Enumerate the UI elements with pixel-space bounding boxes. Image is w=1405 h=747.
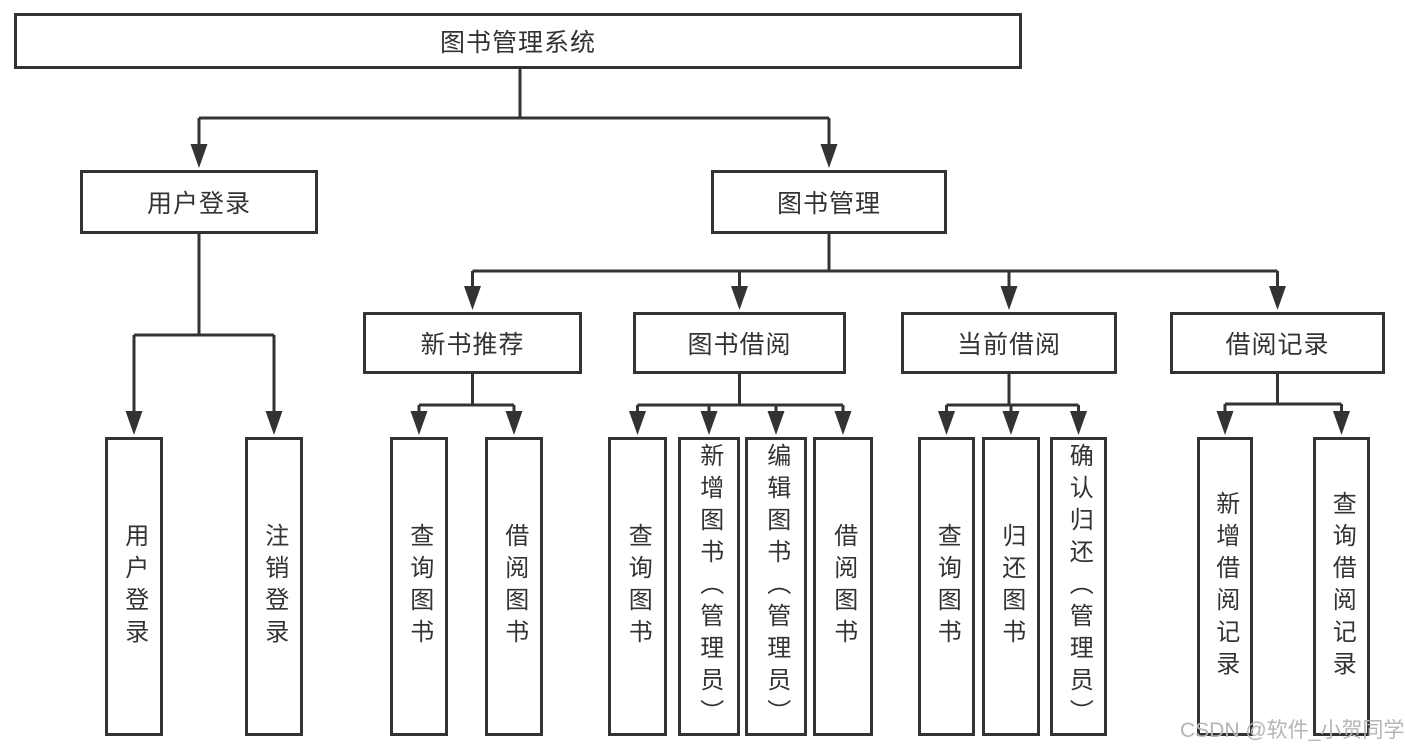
- leaf-logout: 注销登录: [245, 437, 303, 736]
- leaf-query-books-recommend: 查询图书: [390, 437, 448, 736]
- leaf-borrow-books: 借阅图书: [813, 437, 873, 736]
- leaf-add-book-admin: 新增图书（管理员）: [678, 437, 740, 736]
- leaf-label: 查询图书: [933, 522, 961, 651]
- leaf-label: 注销登录: [260, 522, 288, 651]
- leaf-label: 新增借阅记录: [1211, 490, 1239, 683]
- node-current-borrowing: 当前借阅: [901, 312, 1117, 374]
- leaf-return-book: 归还图书: [982, 437, 1040, 736]
- leaf-label: 查询图书: [624, 522, 652, 651]
- watermark: CSDN @软件_小贺同学: [1180, 719, 1405, 742]
- node-label: 新书推荐: [420, 331, 525, 359]
- leaf-edit-book-admin: 编辑图书（管理员）: [745, 437, 807, 736]
- leaf-add-borrow-record: 新增借阅记录: [1197, 437, 1253, 736]
- leaf-query-borrow-record: 查询借阅记录: [1313, 437, 1370, 736]
- leaf-label: 借阅图书: [500, 522, 528, 651]
- node-borrowing-records: 借阅记录: [1170, 312, 1385, 374]
- leaf-label: 借阅图书: [829, 522, 857, 651]
- node-book-borrowing: 图书借阅: [633, 312, 846, 374]
- node-user-login: 用户登录: [80, 170, 318, 234]
- leaf-borrow-books-recommend: 借阅图书: [485, 437, 543, 736]
- connector-paths: [132, 69, 1343, 423]
- node-label: 当前借阅: [956, 331, 1061, 359]
- leaf-label: 查询借阅记录: [1328, 490, 1356, 683]
- leaf-query-books-current: 查询图书: [918, 437, 975, 736]
- node-label: 用户登录: [146, 190, 251, 218]
- leaf-label: 归还图书: [997, 522, 1025, 651]
- leaf-user-login: 用户登录: [105, 437, 163, 736]
- node-label: 图书借阅: [687, 331, 792, 359]
- node-label: 图书管理: [776, 190, 881, 218]
- leaf-label: 查询图书: [405, 522, 433, 651]
- leaf-confirm-return-admin: 确认归还（管理员）: [1050, 437, 1107, 736]
- arrowheads: [125, 144, 1350, 435]
- node-new-book-recommend: 新书推荐: [363, 312, 582, 374]
- leaf-query-books-borrow: 查询图书: [608, 437, 667, 736]
- node-root-system: 图书管理系统: [14, 13, 1022, 69]
- leaf-label: 新增图书（管理员）: [695, 442, 723, 731]
- leaf-label: 用户登录: [120, 522, 148, 651]
- node-book-management: 图书管理: [711, 170, 947, 234]
- node-root-label: 图书管理系统: [439, 29, 596, 57]
- node-label: 借阅记录: [1225, 331, 1330, 359]
- leaf-label: 编辑图书（管理员）: [762, 442, 790, 731]
- leaf-label: 确认归还（管理员）: [1065, 442, 1093, 731]
